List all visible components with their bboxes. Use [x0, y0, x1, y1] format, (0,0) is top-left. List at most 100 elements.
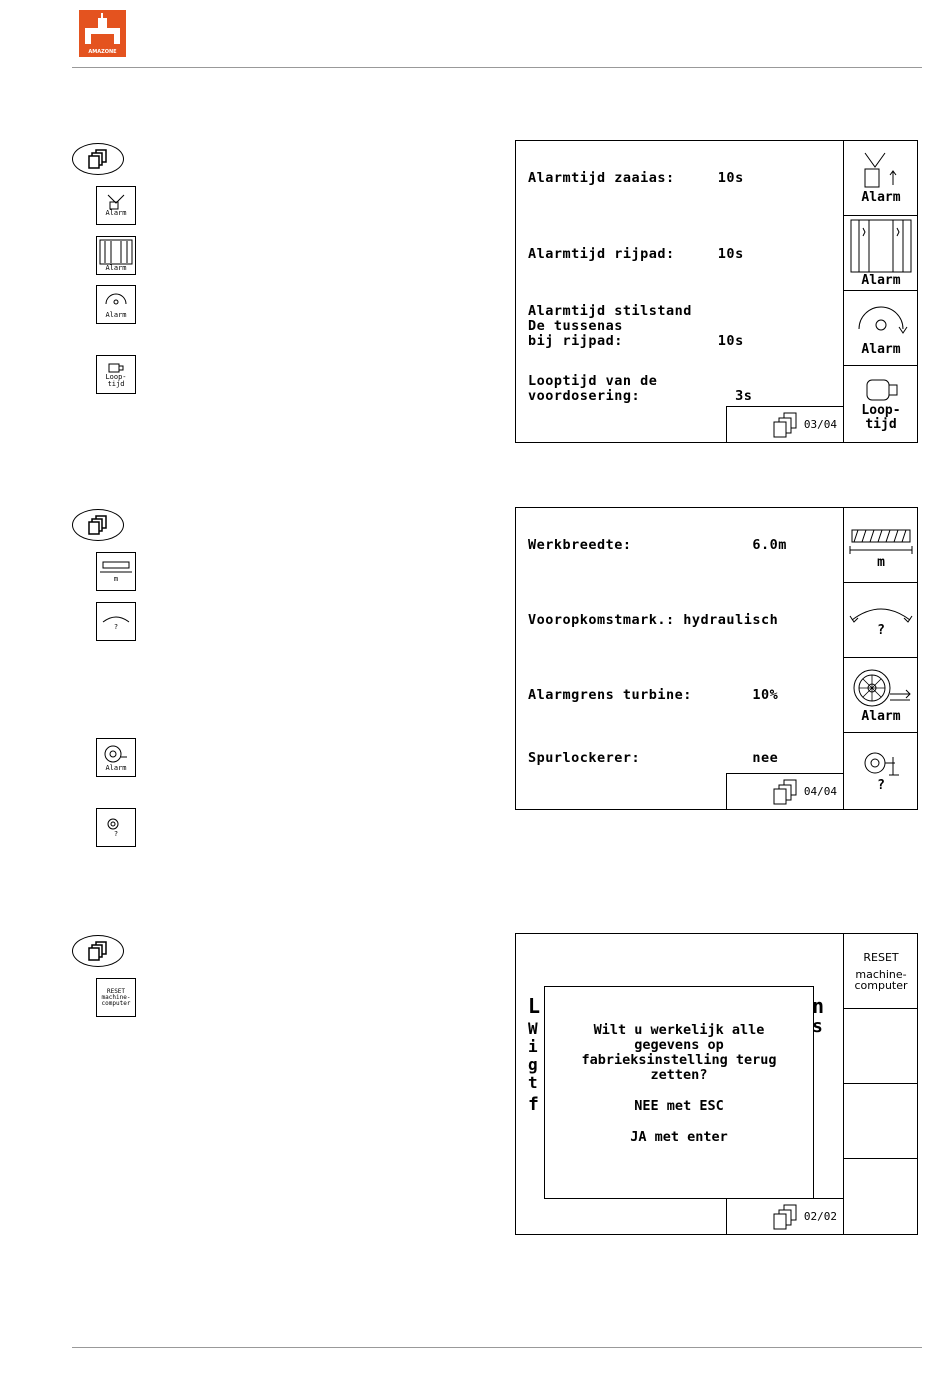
softkey-track-loosener[interactable]: ? — [844, 733, 918, 808]
key-label: machine- — [101, 993, 131, 1001]
softkey-label: RESET — [863, 950, 899, 964]
key-alarm-standstill[interactable]: Alarm — [96, 285, 136, 324]
softkey-alarm-seed-shaft[interactable]: Alarm — [844, 141, 918, 216]
page-key-1[interactable] — [72, 143, 124, 175]
dialog-no-option[interactable]: NEE met ESC — [634, 1098, 724, 1114]
softkey-empty[interactable] — [844, 1084, 918, 1159]
seed-hopper-icon — [864, 152, 897, 188]
softkey-alarm-standstill[interactable]: Alarm — [844, 291, 918, 366]
motor-icon — [866, 379, 898, 400]
page-number: 02/02 — [803, 1210, 837, 1223]
softkey-pre-emergence-marker[interactable]: ? — [844, 583, 918, 658]
dialog-question-line: zetten? — [650, 1067, 708, 1083]
line-tramline-value: bij rijpad: 10s — [528, 333, 744, 349]
amazone-logo: AMAZONE — [79, 10, 126, 57]
tramline-icon — [850, 219, 912, 273]
softkey-label: ? — [877, 623, 885, 638]
line-alarm-tramline: Alarmtijd rijpad: 10s — [528, 246, 744, 262]
seed-drill-icon — [100, 561, 132, 573]
line-runtime: Looptijd van de — [528, 373, 658, 389]
dialog-yes-option[interactable]: JA met enter — [630, 1129, 728, 1145]
line-predosing: voordosering: 3s — [528, 388, 753, 404]
bg-letter: W — [528, 1019, 539, 1038]
softkey-alarm-turbine[interactable]: Alarm — [844, 658, 918, 733]
page-number: 03/04 — [803, 418, 837, 431]
terminal-screen-3: L W i g t f n s Wilt u werkelijk alle ge… — [515, 933, 918, 1235]
header-rule — [72, 67, 922, 68]
screen-content: Werkbreedte: 6.0m Vooropkomstmark.: hydr… — [516, 508, 843, 809]
softkey-empty[interactable] — [844, 1009, 918, 1084]
footer-rule — [72, 1347, 922, 1348]
key-label: computer — [101, 999, 131, 1007]
rotation-icon — [105, 293, 127, 305]
key-label: Alarm — [105, 764, 127, 772]
dialog-question-line: Wilt u werkelijk alle — [593, 1022, 765, 1038]
softkey-label: machine- — [855, 967, 907, 981]
softkey-label: computer — [854, 978, 908, 992]
bg-letter: i — [528, 1037, 539, 1056]
softkey-reset-computer[interactable]: RESET machine- computer — [844, 934, 918, 1009]
key-alarm-tramline[interactable]: Alarm — [96, 236, 136, 275]
key-label: RESET — [106, 987, 126, 995]
key-pre-emergence-marker[interactable]: ? — [96, 602, 136, 641]
marker-arc-icon — [102, 616, 130, 623]
bg-letter: s — [812, 1016, 824, 1037]
page-key-2[interactable] — [72, 509, 124, 541]
key-label: Alarm — [105, 209, 127, 217]
rotation-icon — [858, 306, 908, 334]
screen-content: Alarmtijd zaaias: 10s Alarmtijd rijpad: … — [516, 141, 843, 442]
softkey-column: Alarm Alarm Alarm Loop- tijd — [843, 141, 918, 442]
softkey-label: Alarm — [861, 273, 901, 288]
softkey-column: RESET machine- computer — [843, 934, 918, 1234]
key-label: Alarm — [105, 311, 127, 319]
key-label: ? — [113, 623, 119, 631]
page-indicator: 04/04 — [726, 773, 843, 809]
key-reset-computer[interactable]: RESET machine- computer — [96, 978, 136, 1017]
key-label: tijd — [107, 379, 125, 388]
key-label: m — [113, 575, 119, 583]
bg-letter: f — [528, 1094, 540, 1115]
dialog-question-line: fabrieksinstelling terug — [581, 1052, 777, 1068]
page-key-3[interactable] — [72, 935, 124, 967]
tramline-icon — [99, 239, 133, 265]
softkey-runtime[interactable]: Loop- tijd — [844, 366, 918, 441]
bg-letter: g — [528, 1055, 539, 1074]
softkey-working-width[interactable]: m — [844, 508, 918, 583]
page-indicator: 02/02 — [726, 1198, 843, 1234]
dialog-question-line: gegevens op — [634, 1037, 724, 1053]
line-intermediate-shaft: De tussenas — [528, 318, 623, 334]
key-label: Loop- — [105, 372, 127, 381]
key-label: ? — [113, 830, 119, 838]
key-track-loosener[interactable]: ? — [96, 808, 136, 847]
seed-drill-icon — [849, 529, 913, 554]
key-label: Alarm — [105, 264, 127, 272]
marker-arc-icon — [849, 608, 913, 623]
softkey-label: m — [877, 555, 885, 570]
screen-content: L W i g t f n s Wilt u werkelijk alle ge… — [516, 934, 843, 1234]
track-loosener-icon — [864, 752, 899, 775]
softkey-column: m ? Alarm ? — [843, 508, 918, 809]
pages-icon — [88, 149, 107, 169]
pages-icon — [88, 941, 107, 961]
seed-hopper-icon — [107, 194, 125, 210]
key-runtime[interactable]: Loop- tijd — [96, 355, 136, 394]
softkey-empty[interactable] — [844, 1159, 918, 1234]
page-number: 04/04 — [803, 785, 837, 798]
track-loosener-icon — [107, 818, 119, 830]
logo-label: AMAZONE — [88, 49, 117, 55]
softkey-label: Loop- — [861, 402, 901, 418]
softkey-label: tijd — [865, 416, 897, 432]
bg-letter: L — [528, 994, 541, 1018]
softkey-label: Alarm — [861, 190, 901, 205]
pages-icon — [773, 1204, 797, 1229]
softkey-label: Alarm — [861, 342, 901, 357]
key-alarm-seed-shaft[interactable]: Alarm — [96, 186, 136, 225]
key-alarm-turbine[interactable]: Alarm — [96, 738, 136, 777]
pages-icon — [773, 779, 797, 804]
line-alarm-turbine: Alarmgrens turbine: 10% — [528, 687, 779, 703]
motor-icon — [108, 363, 124, 372]
key-working-width[interactable]: m — [96, 552, 136, 591]
bg-letter: n — [812, 994, 825, 1018]
softkey-alarm-tramline[interactable]: Alarm — [844, 216, 918, 291]
line-alarm-seed-shaft: Alarmtijd zaaias: 10s — [528, 170, 744, 186]
